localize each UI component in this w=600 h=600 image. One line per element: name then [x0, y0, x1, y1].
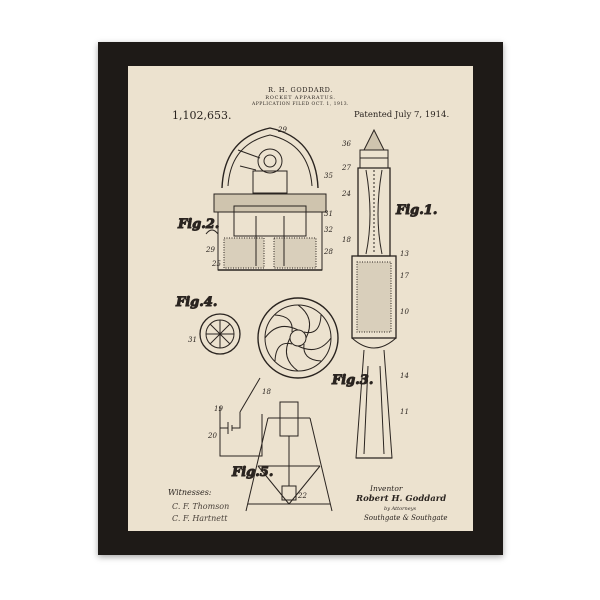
patent-date: Patented July 7, 1914.: [354, 110, 450, 120]
patent-number: 1,102,653.: [172, 109, 232, 122]
svg-text:29: 29: [205, 246, 215, 254]
inventor-label: Inventor: [370, 484, 403, 493]
svg-text:36: 36: [342, 140, 351, 148]
ignition-circuit-drawing: [219, 377, 263, 457]
svg-text:18: 18: [262, 388, 271, 396]
svg-text:17: 17: [400, 272, 409, 280]
figure-4-drawing: [199, 313, 241, 355]
figure-2-label: Fig.2.: [177, 217, 219, 232]
svg-text:18: 18: [342, 236, 351, 244]
patent-title: ROCKET APPARATUS.: [265, 95, 336, 101]
svg-text:27: 27: [341, 164, 351, 172]
reference-numerals: 29 35 31 32 28 29 25 36 27 24 18 13 17 1…: [188, 126, 409, 500]
figure-2-drawing: [205, 127, 327, 271]
patent-filing-date: APPLICATION FILED OCT. 1, 1913.: [251, 102, 349, 107]
rocket-apparatus-drawing: Fig.2. Fig.1. Fig.4.: [175, 126, 438, 512]
svg-text:20: 20: [207, 432, 217, 440]
svg-text:13: 13: [400, 250, 409, 258]
svg-text:11: 11: [400, 408, 409, 416]
figure-4-label: Fig.4.: [175, 295, 217, 310]
patent-drawing-sheet: R. H. GODDARD. ROCKET APPARATUS. APPLICA…: [128, 66, 473, 531]
svg-text:22: 22: [297, 492, 307, 500]
witnesses-label: Witnesses:: [168, 488, 212, 497]
svg-text:31: 31: [188, 336, 197, 344]
inventor-signature: Robert H. Goddard: [356, 494, 447, 504]
figure-5-label: Fig.5.: [231, 465, 273, 480]
svg-text:25: 25: [211, 260, 221, 268]
figure-3-drawing: [257, 297, 339, 379]
svg-text:10: 10: [400, 308, 409, 316]
figure-1-drawing: [351, 128, 397, 459]
svg-text:32: 32: [324, 226, 333, 234]
witness-1-signature: C. F. Thomson: [172, 502, 230, 511]
attorney-signature: Southgate & Southgate: [364, 514, 448, 522]
svg-text:31: 31: [324, 210, 333, 218]
figure-3-label: Fig.3.: [331, 373, 373, 388]
svg-text:24: 24: [341, 190, 351, 198]
figure-1-label: Fig.1.: [395, 203, 437, 218]
svg-text:35: 35: [324, 172, 333, 180]
svg-text:29: 29: [277, 126, 287, 134]
attorney-label: by Attorneys: [384, 506, 417, 512]
svg-text:19: 19: [214, 405, 223, 413]
figure-5-drawing: [245, 401, 333, 512]
svg-text:28: 28: [323, 248, 333, 256]
witness-2-signature: C. F. Hartnett: [172, 514, 228, 523]
patent-inventor-header: R. H. GODDARD.: [268, 86, 333, 94]
svg-text:14: 14: [400, 372, 409, 380]
